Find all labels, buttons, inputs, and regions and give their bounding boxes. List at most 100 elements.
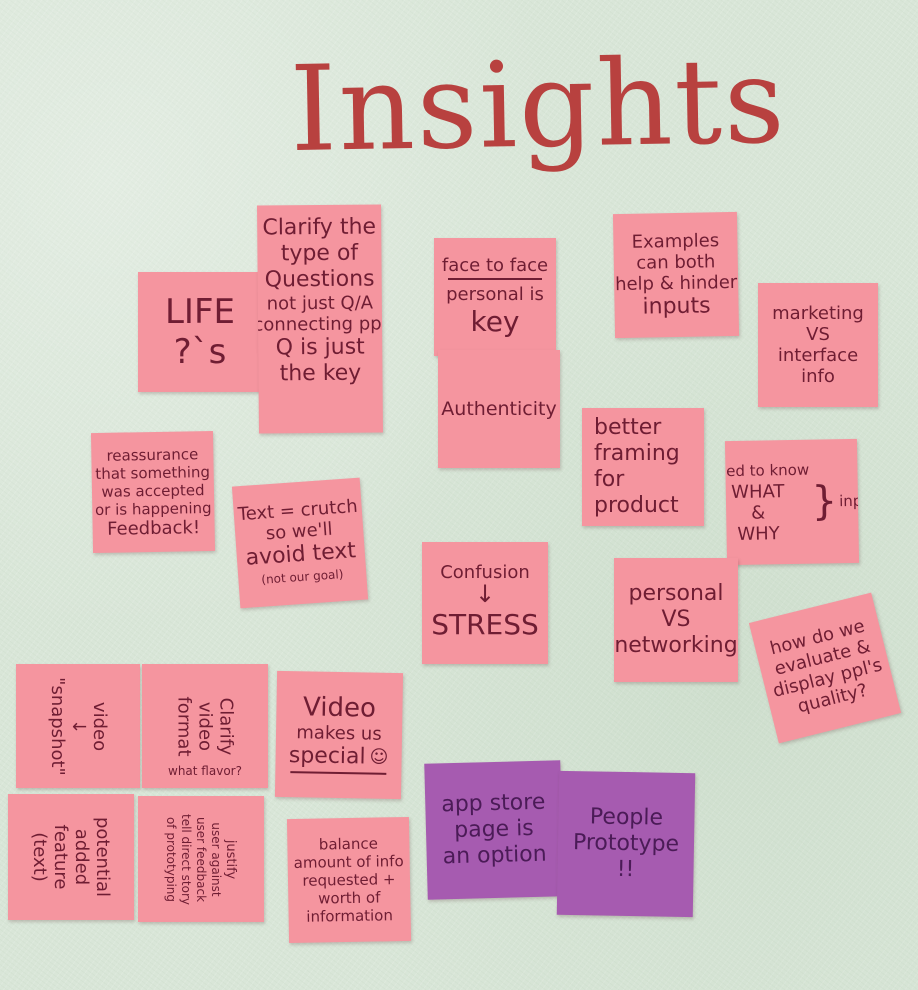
note-line: special bbox=[288, 742, 366, 769]
rotated-text: potential added feature (text) bbox=[29, 817, 113, 897]
sticky-note-justify-prototyping: justify user against user feedback tell … bbox=[138, 796, 264, 922]
note-line: feature bbox=[49, 824, 71, 890]
board-title: Insights bbox=[288, 31, 788, 179]
note-line: !! bbox=[616, 856, 635, 883]
sticky-note-authenticity: Authenticity bbox=[438, 350, 560, 468]
note-line: balance bbox=[318, 834, 379, 854]
note-line: VS bbox=[806, 324, 830, 345]
note-line: an option bbox=[442, 841, 547, 870]
sticky-note-face-to-face: face to face personal is key bbox=[434, 238, 556, 356]
sticky-note-app-store: app store page is an option bbox=[424, 760, 564, 900]
note-line: Examples bbox=[631, 229, 720, 253]
note-line: framing bbox=[594, 441, 680, 466]
note-line: Clarify the bbox=[262, 214, 377, 241]
note-line: video bbox=[88, 701, 110, 751]
note-line: interface bbox=[777, 345, 859, 366]
note-line: Clarify bbox=[215, 697, 237, 755]
note-line: face to face bbox=[441, 255, 549, 276]
brace-icon: } bbox=[811, 478, 838, 525]
sticky-note-potential-feature: potential added feature (text) bbox=[8, 794, 134, 920]
note-line: user feedback bbox=[194, 816, 209, 902]
note-line: Feedback! bbox=[106, 516, 201, 540]
note-line: or is happening bbox=[94, 498, 212, 519]
note-line: ?`s bbox=[173, 332, 227, 372]
note-line: information bbox=[306, 906, 394, 926]
sticky-note-marketing-vs-interface: marketing VS interface info bbox=[758, 283, 878, 407]
note-line: "snapshot" bbox=[46, 676, 68, 776]
note-line: info bbox=[801, 366, 835, 387]
note-line: Confusion bbox=[440, 561, 530, 583]
note-line: & bbox=[750, 502, 766, 524]
note-line: requested + bbox=[302, 870, 396, 890]
sticky-note-video-snapshot: video ↓ "snapshot" bbox=[16, 664, 140, 788]
special-row: special ☺ bbox=[289, 743, 389, 771]
note-line: tell direct story bbox=[179, 813, 194, 905]
note-line: was accepted bbox=[101, 480, 205, 501]
sticky-note-better-framing: better framing for product bbox=[582, 408, 704, 526]
note-line: not just Q/A bbox=[266, 292, 374, 315]
note-line: Questions bbox=[264, 266, 375, 293]
note-line: reassurance bbox=[106, 444, 199, 465]
need-to-know-main: Need to know WHAT & WHY bbox=[725, 460, 811, 546]
note-line: makes us bbox=[296, 721, 382, 745]
sticky-note-clarify-video-format: Clarify video format what flavor? bbox=[142, 664, 268, 788]
note-line: WHY bbox=[737, 523, 780, 545]
note-line: input bbox=[838, 491, 860, 511]
sticky-note-clarify-questions: Clarify the type of Questions not just Q… bbox=[257, 204, 383, 434]
rotated-text: video ↓ "snapshot" bbox=[46, 677, 109, 776]
sticky-note-personal-vs-networking: personal VS networking bbox=[614, 558, 738, 682]
sticky-note-reassurance: reassurance that something was accepted … bbox=[90, 430, 216, 554]
note-line: Video bbox=[302, 691, 377, 724]
note-line: Q is just bbox=[275, 334, 365, 361]
note-line: (text) bbox=[28, 832, 50, 882]
note-line: WHAT bbox=[731, 481, 785, 504]
note-line: that something bbox=[95, 462, 211, 483]
note-line: can both bbox=[636, 250, 716, 274]
note-line: worth of bbox=[318, 888, 381, 908]
note-line: for bbox=[594, 467, 625, 492]
rotated-text: Clarify video format bbox=[174, 696, 237, 756]
sticky-note-evaluate-quality: how do we evaluate & display ppl's quali… bbox=[748, 592, 902, 744]
sticky-note-need-to-know: Need to know WHAT & WHY } input bbox=[724, 438, 860, 566]
note-line: of prototyping bbox=[164, 816, 179, 902]
note-line: type of bbox=[280, 240, 359, 267]
smiley-icon: ☺ bbox=[369, 746, 389, 768]
divider bbox=[448, 278, 542, 280]
note-line: amount of info bbox=[293, 852, 404, 872]
sticky-note-video-special: Video makes us special ☺ bbox=[274, 670, 404, 800]
sticky-note-examples: Examples can both help & hinder inputs bbox=[612, 211, 740, 339]
down-arrow-icon: ↓ bbox=[474, 579, 496, 608]
sticky-note-life-questions: LIFE ?`s bbox=[138, 272, 262, 392]
note-line: format bbox=[173, 695, 195, 757]
note-line: STRESS bbox=[431, 607, 539, 641]
note-line: VS bbox=[661, 607, 691, 632]
note-line: key bbox=[470, 305, 520, 338]
note-line: People bbox=[589, 804, 664, 831]
note-line: personal bbox=[628, 581, 724, 606]
note-line: personal is bbox=[446, 284, 544, 305]
note-line: LIFE bbox=[164, 292, 235, 332]
note-line: Prototype bbox=[572, 830, 680, 857]
note-line: help & hinder bbox=[614, 271, 738, 295]
sticky-note-confusion-stress: Confusion ↓ STRESS bbox=[422, 542, 548, 664]
note-line: Need to know bbox=[724, 460, 810, 481]
note-line: user against bbox=[209, 821, 224, 897]
note-line: video bbox=[194, 701, 216, 751]
divider bbox=[289, 770, 387, 775]
note-line: product bbox=[594, 493, 679, 518]
note-line: Authenticity bbox=[441, 397, 557, 420]
note-line: added bbox=[70, 828, 92, 886]
sticky-note-people-prototype: People Prototype !! bbox=[556, 770, 696, 918]
note-line: networking bbox=[614, 633, 738, 658]
sticky-note-text-crutch: Text = crutch so we'll avoid text (not o… bbox=[231, 477, 369, 609]
rotated-text: justify user against user feedback tell … bbox=[164, 813, 239, 904]
note-line: inputs bbox=[642, 292, 711, 320]
note-line: app store bbox=[440, 789, 546, 818]
sticky-note-balance-info: balance amount of info requested + worth… bbox=[286, 816, 412, 944]
note-line: page is bbox=[453, 815, 535, 844]
note-line: the key bbox=[279, 360, 362, 387]
note-line: better bbox=[594, 415, 662, 440]
note-line: justify bbox=[223, 839, 239, 879]
note-line: potential bbox=[91, 816, 113, 898]
